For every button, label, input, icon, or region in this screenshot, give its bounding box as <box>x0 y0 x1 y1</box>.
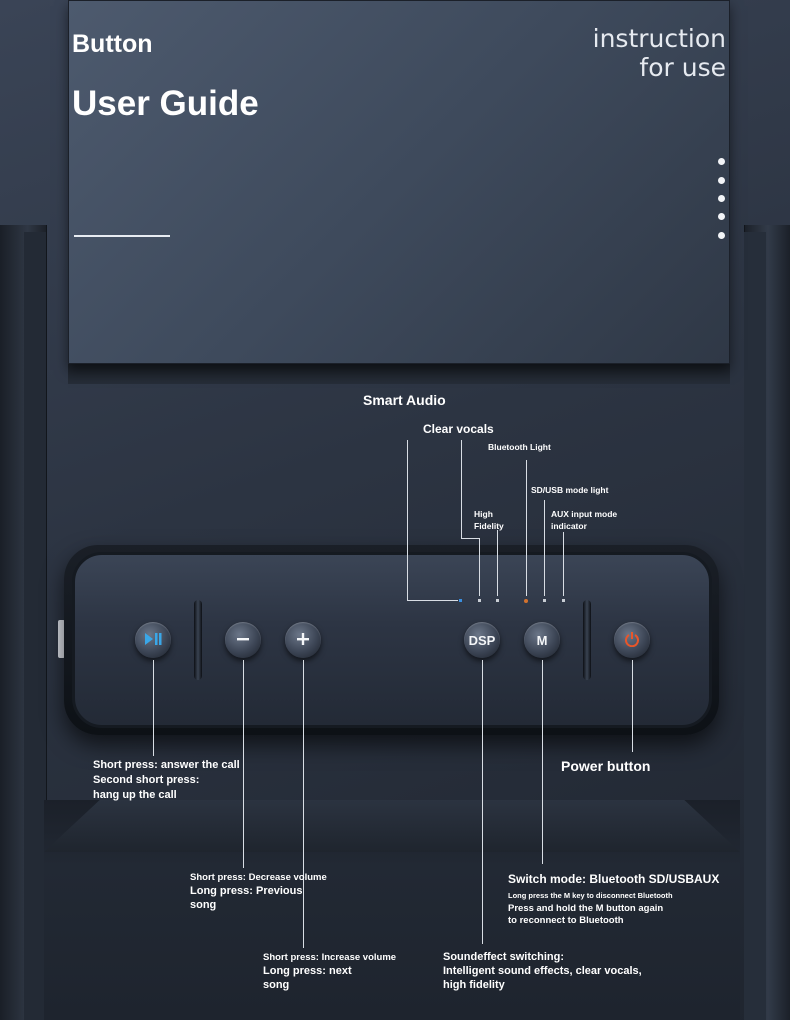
led-sd-usb <box>543 599 546 602</box>
leader-line <box>632 660 633 752</box>
leader-line <box>479 538 480 596</box>
label-high-fidelity-line-2: Fidelity <box>474 521 504 531</box>
play-pause-button[interactable] <box>135 622 171 658</box>
desc-mode-line-3: Press and hold the M button again <box>508 903 664 914</box>
instruction-heading: instruction for use <box>593 24 726 82</box>
volume-down-button[interactable] <box>225 622 261 658</box>
label-smart-audio: Smart Audio <box>363 392 446 408</box>
decor-dot <box>718 213 725 220</box>
desc-mode: Switch mode: Bluetooth SD/USBAUX Long pr… <box>508 871 719 927</box>
leader-line <box>243 660 244 868</box>
led-bluetooth <box>524 599 528 603</box>
desc-play-pause: Short press: answer the call Second shor… <box>93 758 240 803</box>
decor-dot <box>718 177 725 184</box>
background-bottom-box-top <box>44 800 740 852</box>
leader-line <box>563 532 564 596</box>
desc-volume-down: Short press: Decrease volume Long press:… <box>190 872 327 912</box>
volume-up-button[interactable] <box>285 622 321 658</box>
device-slot-right <box>583 600 591 680</box>
instruction-line-2: for use <box>639 53 726 82</box>
label-bluetooth-light: Bluetooth Light <box>488 442 551 452</box>
play-pause-icon <box>144 632 162 649</box>
power-icon <box>624 631 640 650</box>
desc-power: Power button <box>561 758 651 774</box>
page-title: User Guide <box>72 84 259 123</box>
led-clear-vocals <box>478 599 481 602</box>
label-clear-vocals: Clear vocals <box>423 422 494 436</box>
leader-line <box>544 500 545 596</box>
leader-line <box>461 440 462 538</box>
mode-button[interactable]: M <box>524 622 560 658</box>
label-sd-usb-light: SD/USB mode light <box>531 485 609 495</box>
leader-line <box>482 660 483 944</box>
instruction-line-1: instruction <box>592 24 726 53</box>
leader-line <box>497 530 498 596</box>
desc-mode-line-2: Long press the M key to disconnect Bluet… <box>508 891 673 900</box>
decor-dot <box>718 158 725 165</box>
decor-dot <box>718 232 725 239</box>
device-panel <box>72 552 712 728</box>
device-side-tab <box>58 620 65 658</box>
led-smart-audio <box>459 599 462 602</box>
plus-icon <box>295 631 311 650</box>
desc-dsp: Soundeffect switching: Intelligent sound… <box>443 950 642 992</box>
background-top-panel-edge <box>68 362 730 384</box>
desc-minus-line-2: Long press: Previous <box>190 885 303 897</box>
desc-dsp-line-3: high fidelity <box>443 979 505 991</box>
title-small: Button <box>72 30 153 58</box>
label-aux-indicator: AUX input mode indicator <box>551 508 617 532</box>
background-pillar-right-inner <box>744 232 766 1020</box>
power-button[interactable] <box>614 622 650 658</box>
label-high-fidelity: High Fidelity <box>474 508 504 532</box>
desc-plus-line-3: song <box>263 979 290 991</box>
desc-play-line-3: hang up the call <box>93 789 177 801</box>
desc-volume-up: Short press: Increase volume Long press:… <box>263 952 396 992</box>
device-slot-left <box>194 600 202 680</box>
leader-line <box>407 600 458 601</box>
leader-line <box>461 538 479 539</box>
background-top-panel <box>68 0 730 364</box>
dsp-button[interactable]: DSP <box>464 622 500 658</box>
led-high-fidelity <box>496 599 499 602</box>
label-aux-line-2: indicator <box>551 521 587 531</box>
desc-minus-line-1: Short press: Decrease volume <box>190 872 327 883</box>
background-pillar-left-inner <box>24 232 46 1020</box>
desc-dsp-line-2: Intelligent sound effects, clear vocals, <box>443 965 642 977</box>
desc-dsp-line-1: Soundeffect switching: <box>443 951 564 963</box>
leader-line <box>153 660 154 756</box>
minus-icon <box>235 631 251 650</box>
desc-plus-line-1: Short press: Increase volume <box>263 952 397 963</box>
desc-plus-line-2: Long press: next <box>263 965 352 977</box>
desc-mode-line-1: Switch mode: Bluetooth SD/USBAUX <box>508 872 720 886</box>
desc-play-line-1: Short press: answer the call <box>93 759 240 771</box>
desc-minus-line-3: song <box>190 899 217 911</box>
title-underline <box>74 235 170 237</box>
led-aux <box>562 599 565 602</box>
label-high-fidelity-line-1: High <box>474 509 493 519</box>
label-aux-line-1: AUX input mode <box>551 509 618 519</box>
leader-line <box>526 460 527 596</box>
leader-line <box>542 660 543 864</box>
desc-mode-line-4: to reconnect to Bluetooth <box>508 915 624 926</box>
desc-play-line-2: Second short press: <box>93 774 200 786</box>
leader-line <box>407 440 408 600</box>
leader-line <box>303 660 304 948</box>
decor-dot <box>718 195 725 202</box>
